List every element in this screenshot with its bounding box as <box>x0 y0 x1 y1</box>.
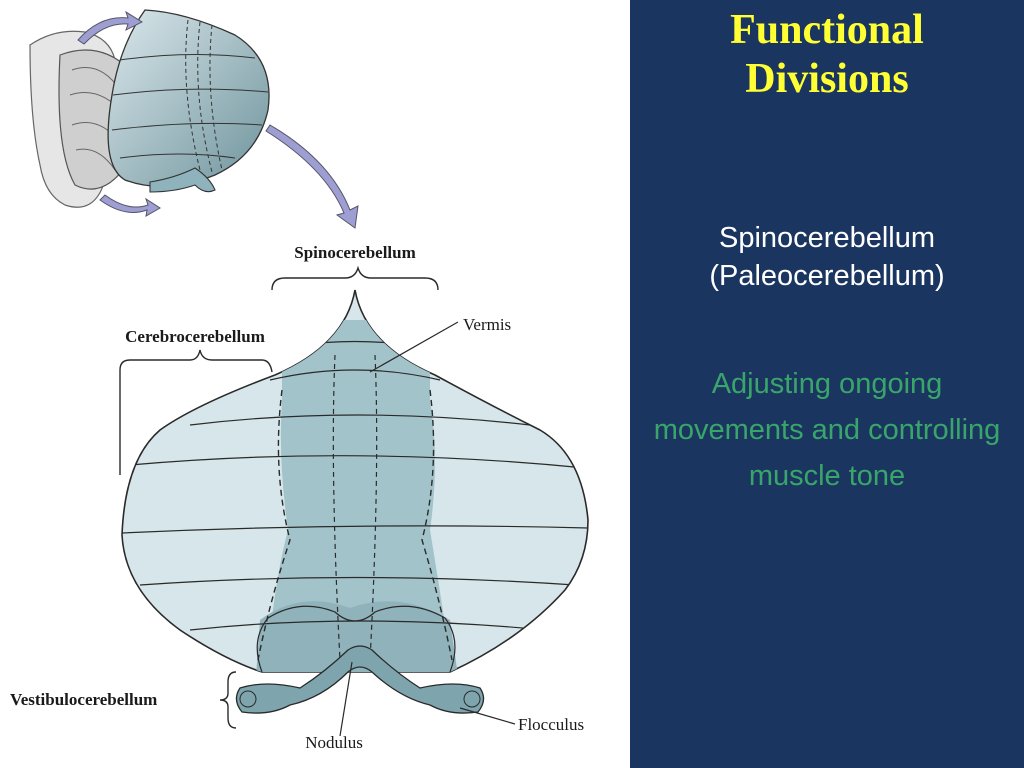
figure-panel: Spinocerebellum Cerebrocerebellum Vermis… <box>0 0 630 768</box>
cerebellum-diagram: Spinocerebellum Cerebrocerebellum Vermis… <box>10 9 589 752</box>
thumbnail-brain <box>29 9 270 208</box>
label-vermis: Vermis <box>463 315 511 334</box>
label-vestibulocerebellum: Vestibulocerebellum <box>10 690 157 709</box>
division-name: Spinocerebellum (Paleocerebellum) <box>630 219 1024 295</box>
rotation-arrows <box>77 10 359 229</box>
label-nodulus: Nodulus <box>305 733 363 752</box>
leader-lines <box>339 321 516 737</box>
slide-title-line2: Divisions <box>745 56 909 102</box>
division-name-line2: (Paleocerebellum) <box>709 260 945 292</box>
label-flocculus: Flocculus <box>518 715 584 734</box>
cerebellum-main <box>121 289 589 673</box>
label-cerebrocerebellum: Cerebrocerebellum <box>125 327 265 346</box>
flocculonodular-lobe <box>235 645 485 714</box>
label-spinocerebellum: Spinocerebellum <box>294 243 416 262</box>
division-brackets <box>119 265 439 729</box>
division-name-line1: Spinocerebellum <box>718 222 935 254</box>
slide-title: Functional Divisions <box>630 6 1024 104</box>
division-description: Adjusting ongoing movements and controll… <box>653 368 1001 492</box>
slide-title-line1: Functional <box>730 7 924 53</box>
text-panel: Functional Divisions Spinocerebellum (Pa… <box>630 0 1024 768</box>
